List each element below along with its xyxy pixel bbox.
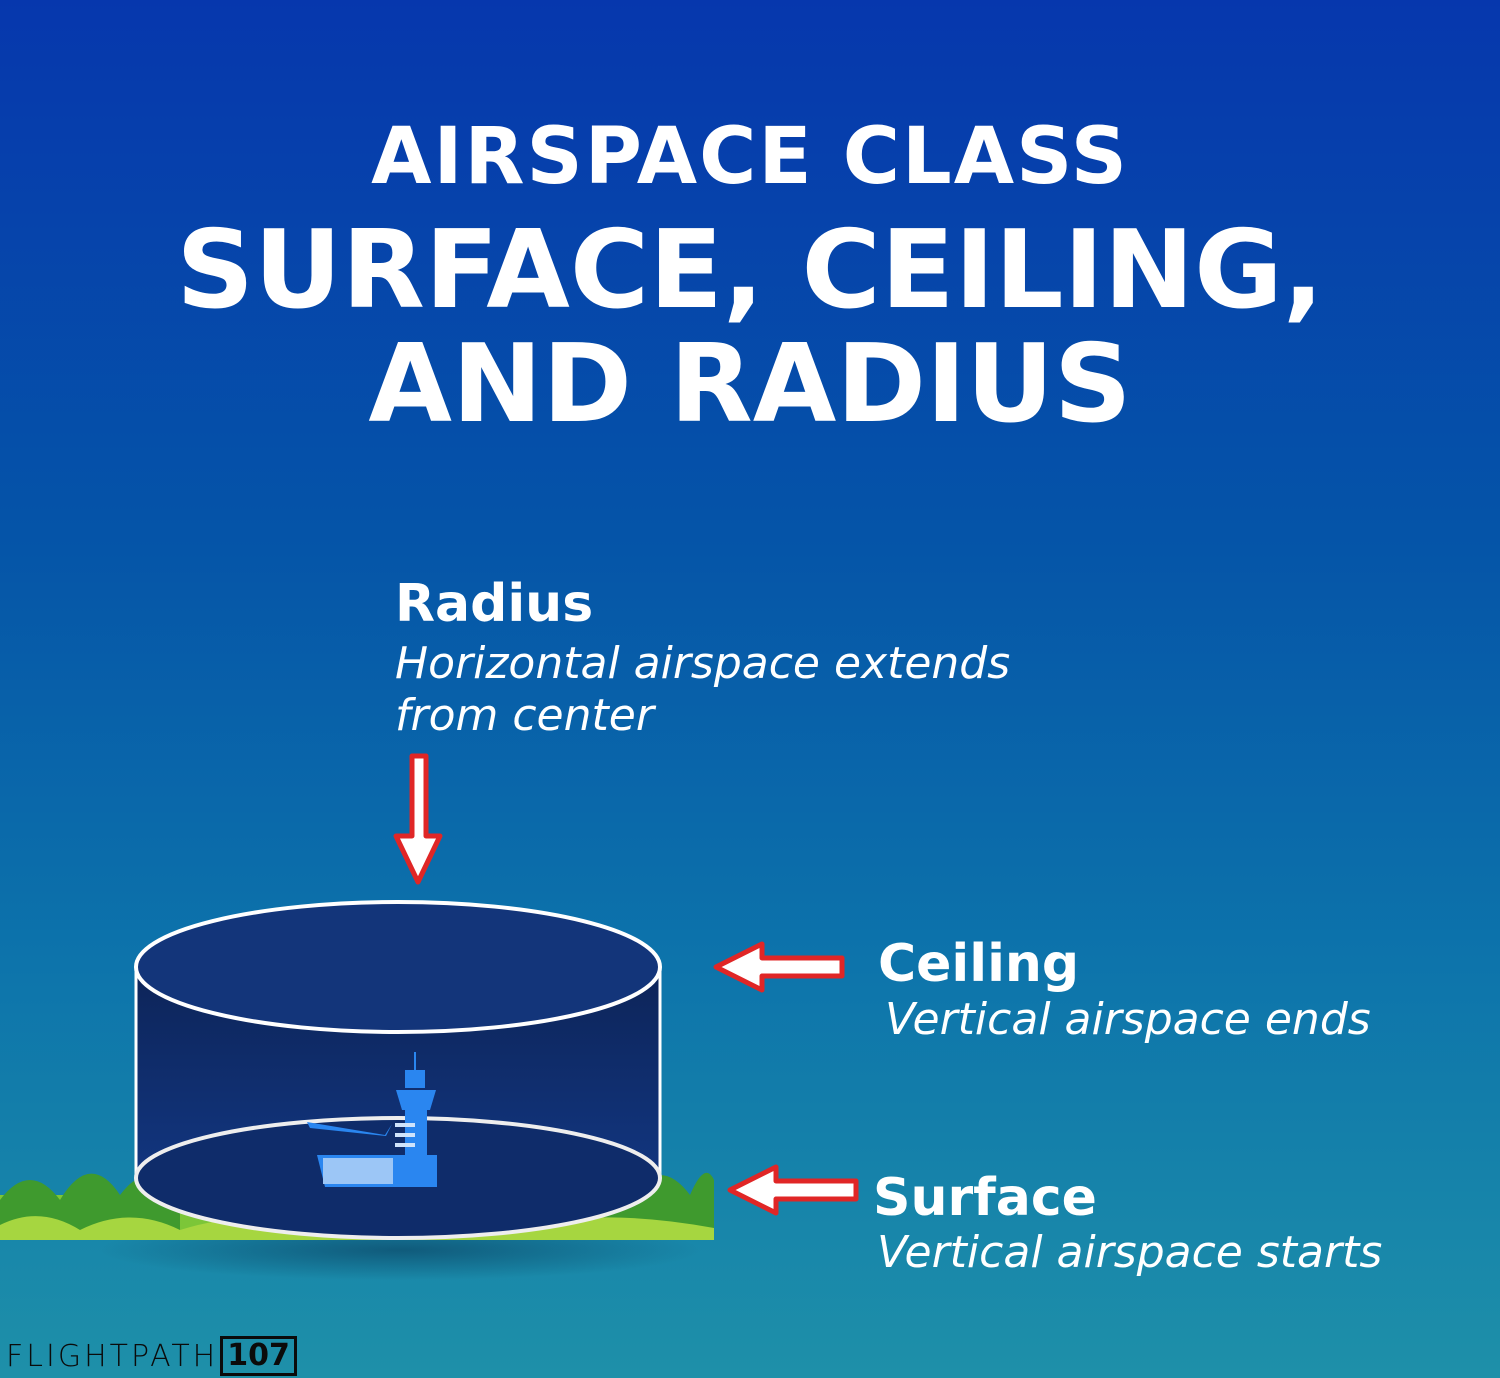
- title-line-3: AND RADIUS: [368, 322, 1132, 447]
- radius-label: Radius: [395, 574, 594, 634]
- radius-arrow-down-icon: [393, 753, 443, 885]
- ceiling-arrow-left-icon: [713, 941, 845, 993]
- airplane-icon: [307, 1122, 392, 1136]
- surface-arrow-left-icon: [727, 1164, 859, 1216]
- radius-desc-line1: Horizontal airspace extends: [395, 638, 1011, 689]
- flightpath-logo: FLIGHTPATH 107: [6, 1336, 297, 1376]
- surface-desc: Vertical airspace starts: [877, 1227, 1383, 1278]
- control-tower-icon: [317, 1052, 437, 1187]
- logo-number: 107: [220, 1336, 297, 1376]
- title-line-1: AIRSPACE CLASS: [371, 112, 1129, 202]
- ceiling-label: Ceiling: [878, 934, 1080, 994]
- title-line-2: SURFACE, CEILING,: [176, 208, 1324, 333]
- surface-label: Surface: [873, 1168, 1097, 1228]
- logo-text: FLIGHTPATH: [6, 1338, 219, 1374]
- ceiling-desc: Vertical airspace ends: [885, 994, 1371, 1045]
- ceiling-ellipse: [134, 900, 662, 1034]
- radius-desc-line2: from center: [395, 690, 654, 741]
